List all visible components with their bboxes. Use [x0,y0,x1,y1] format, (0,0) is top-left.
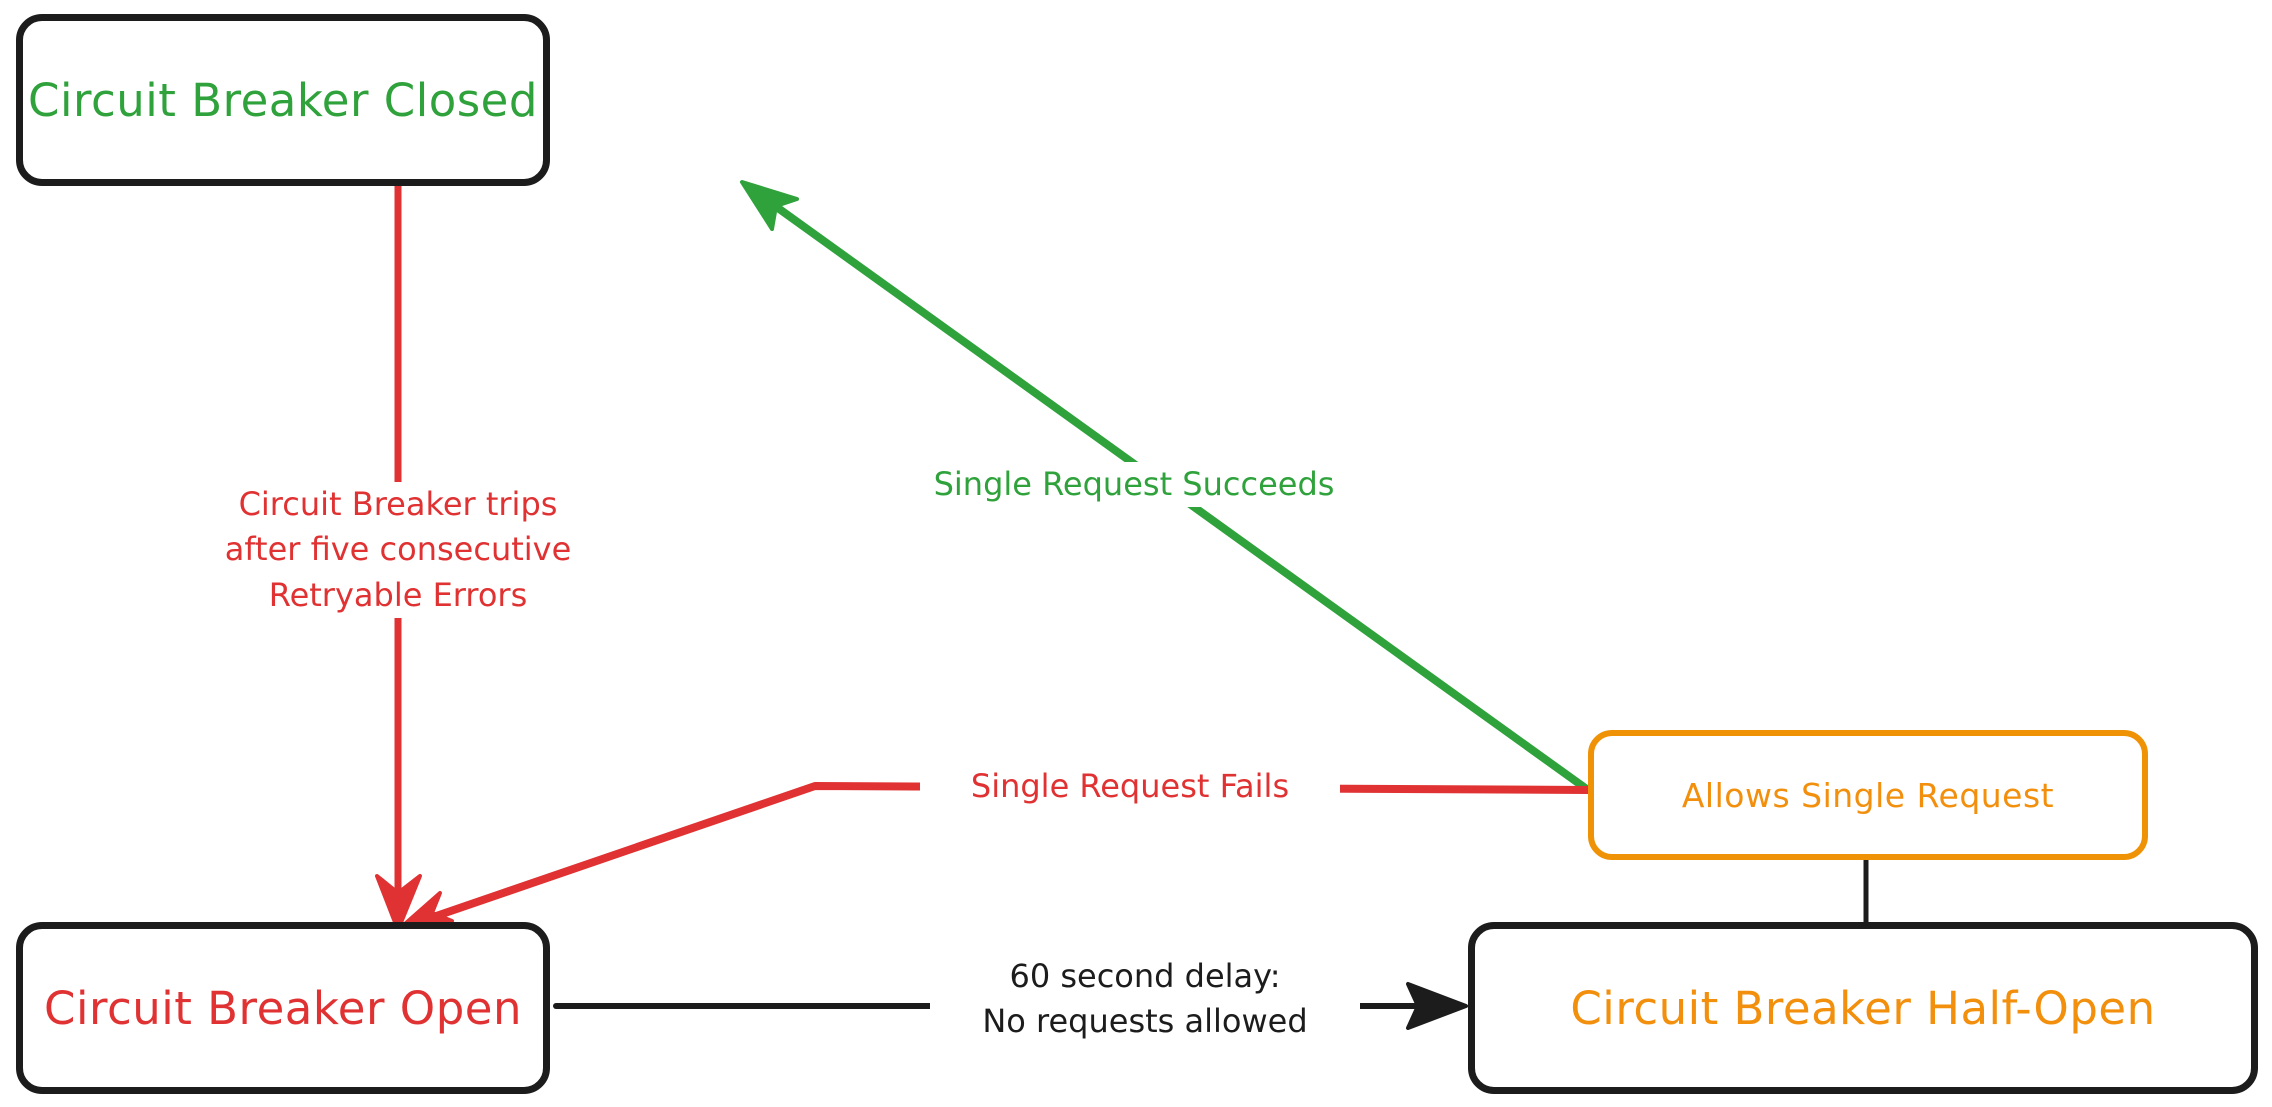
edge-label-open-to-half-open: 60 second delay: No requests allowed [930,954,1360,1045]
node-allows-single-request[interactable]: Allows Single Request [1588,730,2148,860]
node-circuit-breaker-closed[interactable]: Circuit Breaker Closed [16,14,550,186]
node-label-circuit-breaker-open: Circuit Breaker Open [44,981,522,1035]
node-circuit-breaker-open[interactable]: Circuit Breaker Open [16,922,550,1094]
arrowhead-open-to-half-open [1406,982,1468,1030]
edge-label-allows-to-closed: Single Request Succeeds [884,462,1384,508]
edge-label-allows-to-open: Single Request Fails [920,764,1340,810]
arrowhead-closed-to-open [375,874,422,932]
arrowhead-allows-to-closed [740,180,799,231]
node-label-circuit-breaker-closed: Circuit Breaker Closed [28,73,538,127]
node-circuit-breaker-half-open[interactable]: Circuit Breaker Half-Open [1468,922,2258,1094]
edge-open-to-half-open [553,982,1468,1030]
node-label-allows-single-request: Allows Single Request [1681,775,2055,815]
edge-label-closed-to-open: Circuit Breaker trips after five consecu… [168,482,628,619]
node-label-circuit-breaker-half-open: Circuit Breaker Half-Open [1570,981,2156,1035]
